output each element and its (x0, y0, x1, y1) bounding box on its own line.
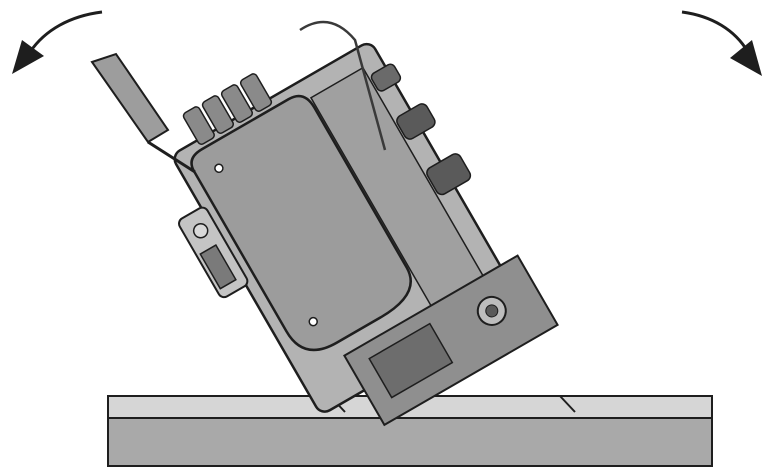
rotate-right-arrow (681, 10, 762, 76)
screw-icon (308, 316, 318, 327)
screw-icon (214, 163, 224, 174)
motor-fins (182, 73, 273, 145)
machine-head (173, 42, 559, 427)
lever-handle (90, 52, 196, 174)
rotate-left-arrow (12, 10, 103, 74)
machine-base (107, 395, 713, 467)
thread-wire (299, 20, 387, 151)
adjustment-knobs (370, 63, 472, 196)
cover-panel (190, 94, 412, 352)
